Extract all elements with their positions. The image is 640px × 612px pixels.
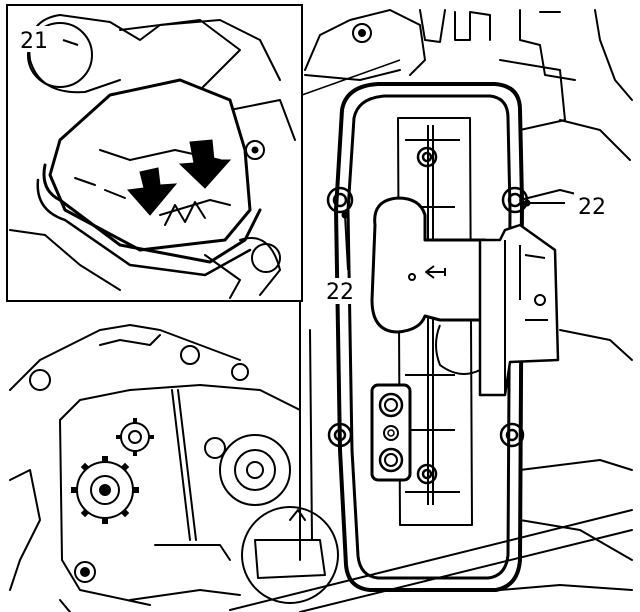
leader-22-left [344, 214, 349, 271]
leader-21 [62, 39, 79, 46]
callout-21: 21 [20, 29, 48, 54]
callout-22-right-bg [574, 192, 614, 218]
cover-bolts [326, 146, 529, 485]
background-engine-linework [9, 9, 633, 612]
inset-connector [301, 59, 401, 96]
cover-inner-outline [346, 94, 512, 580]
callout-leaders [341, 199, 565, 271]
cover-side-bracket [478, 223, 560, 397]
cover-outer-outline [334, 82, 524, 592]
callout-21-bg [16, 26, 60, 52]
inset-arrow-left-icon [127, 167, 178, 216]
main-cover [334, 82, 560, 592]
cover-direction-arrow [425, 265, 446, 279]
inset-detail [6, 4, 303, 302]
callout-22-right: 22 [578, 195, 606, 220]
inset-arrow-right-icon [178, 139, 232, 189]
callout-22-left-bg [322, 278, 362, 304]
callout-22-left: 22 [326, 280, 354, 305]
